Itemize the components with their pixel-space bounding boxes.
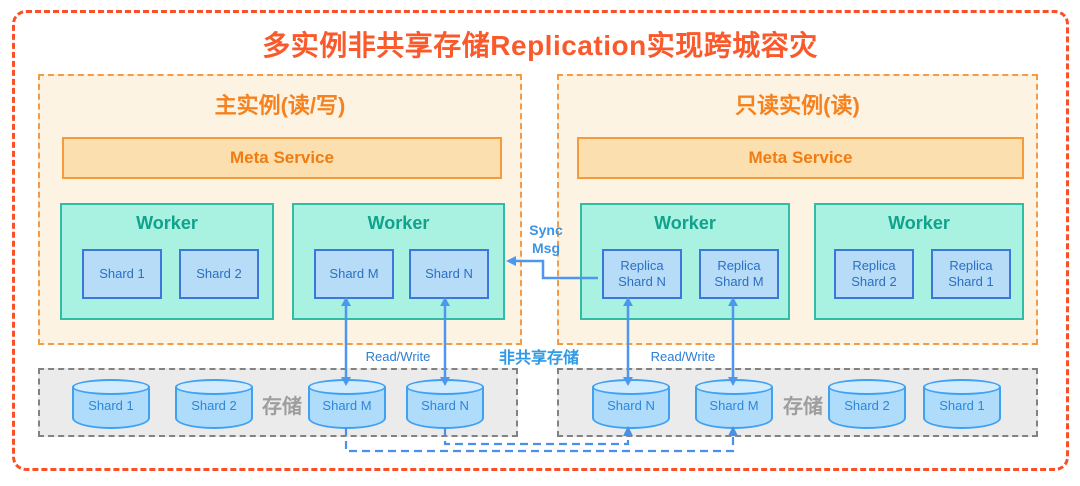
primary-worker-1: Worker Shard 1 Shard 2 (60, 203, 274, 320)
readonly-worker-2: Worker Replica Shard 2 Replica Shard 1 (814, 203, 1024, 320)
storage-cylinder-shard-m-replica: Shard M (695, 379, 773, 429)
readonly-instance-box: 只读实例(读) Meta Service Worker Replica Shar… (557, 74, 1038, 345)
cylinder-icon (695, 379, 773, 395)
non-shared-storage-label: 非共享存储 (498, 350, 579, 367)
storage-cylinder-shard-1-replica: Shard 1 (923, 379, 1001, 429)
storage-cylinder-shard-n: Shard N (406, 379, 484, 429)
cylinder-icon (406, 379, 484, 395)
cylinder-icon (308, 379, 386, 395)
shard-box-shard-2: Shard 2 (179, 249, 259, 299)
cylinder-icon (175, 379, 253, 395)
cylinder-icon (592, 379, 670, 395)
sync-msg-label: Sync Msg (529, 222, 563, 256)
primary-instance-title: 主实例(读/写) (214, 93, 346, 118)
diagram-title: 多实例非共享存储Replication实现跨城容灾 (262, 30, 818, 61)
storage-label: 存储 (783, 396, 823, 418)
cylinder-icon (828, 379, 906, 395)
shard-box-shard-m: Shard M (314, 249, 394, 299)
shard-box-replica-shard-1: Replica Shard 1 (931, 249, 1011, 299)
shard-box-replica-shard-2: Replica Shard 2 (834, 249, 914, 299)
readonly-storage-box: Shard N Shard M 存储 Shard 2 Shard 1 (557, 368, 1038, 437)
outer-dashed-frame (12, 10, 1069, 471)
shard-box-replica-shard-m: Replica Shard M (699, 249, 779, 299)
readonly-worker-1: Worker Replica Shard N Replica Shard M (580, 203, 790, 320)
storage-cylinder-shard-n-replica: Shard N (592, 379, 670, 429)
primary-worker-2: Worker Shard M Shard N (292, 203, 505, 320)
cylinder-icon (72, 379, 150, 395)
storage-cylinder-shard-2: Shard 2 (175, 379, 253, 429)
worker-label: Worker (367, 213, 430, 233)
readonly-meta-service-box: Meta Service (577, 137, 1024, 179)
shard-box-shard-1: Shard 1 (82, 249, 162, 299)
worker-label: Worker (654, 213, 716, 233)
cylinder-icon (923, 379, 1001, 395)
storage-label: 存储 (262, 396, 302, 418)
storage-cylinder-shard-2-replica: Shard 2 (828, 379, 906, 429)
read-write-label-right: Read/Write (650, 349, 716, 364)
storage-cylinder-shard-1: Shard 1 (72, 379, 150, 429)
worker-label: Worker (888, 213, 950, 233)
primary-storage-box: Shard 1 Shard 2 存储 Shard M Shard N (38, 368, 518, 437)
shard-box-shard-n: Shard N (409, 249, 489, 299)
read-write-label-left: Read/Write (365, 349, 431, 364)
primary-instance-box: 主实例(读/写) Meta Service Worker Shard 1 Sha… (38, 74, 522, 345)
shard-box-replica-shard-n: Replica Shard N (602, 249, 682, 299)
storage-cylinder-shard-m: Shard M (308, 379, 386, 429)
worker-label: Worker (136, 213, 198, 233)
readonly-instance-title: 只读实例(读) (735, 93, 860, 118)
primary-meta-service-box: Meta Service (62, 137, 502, 179)
